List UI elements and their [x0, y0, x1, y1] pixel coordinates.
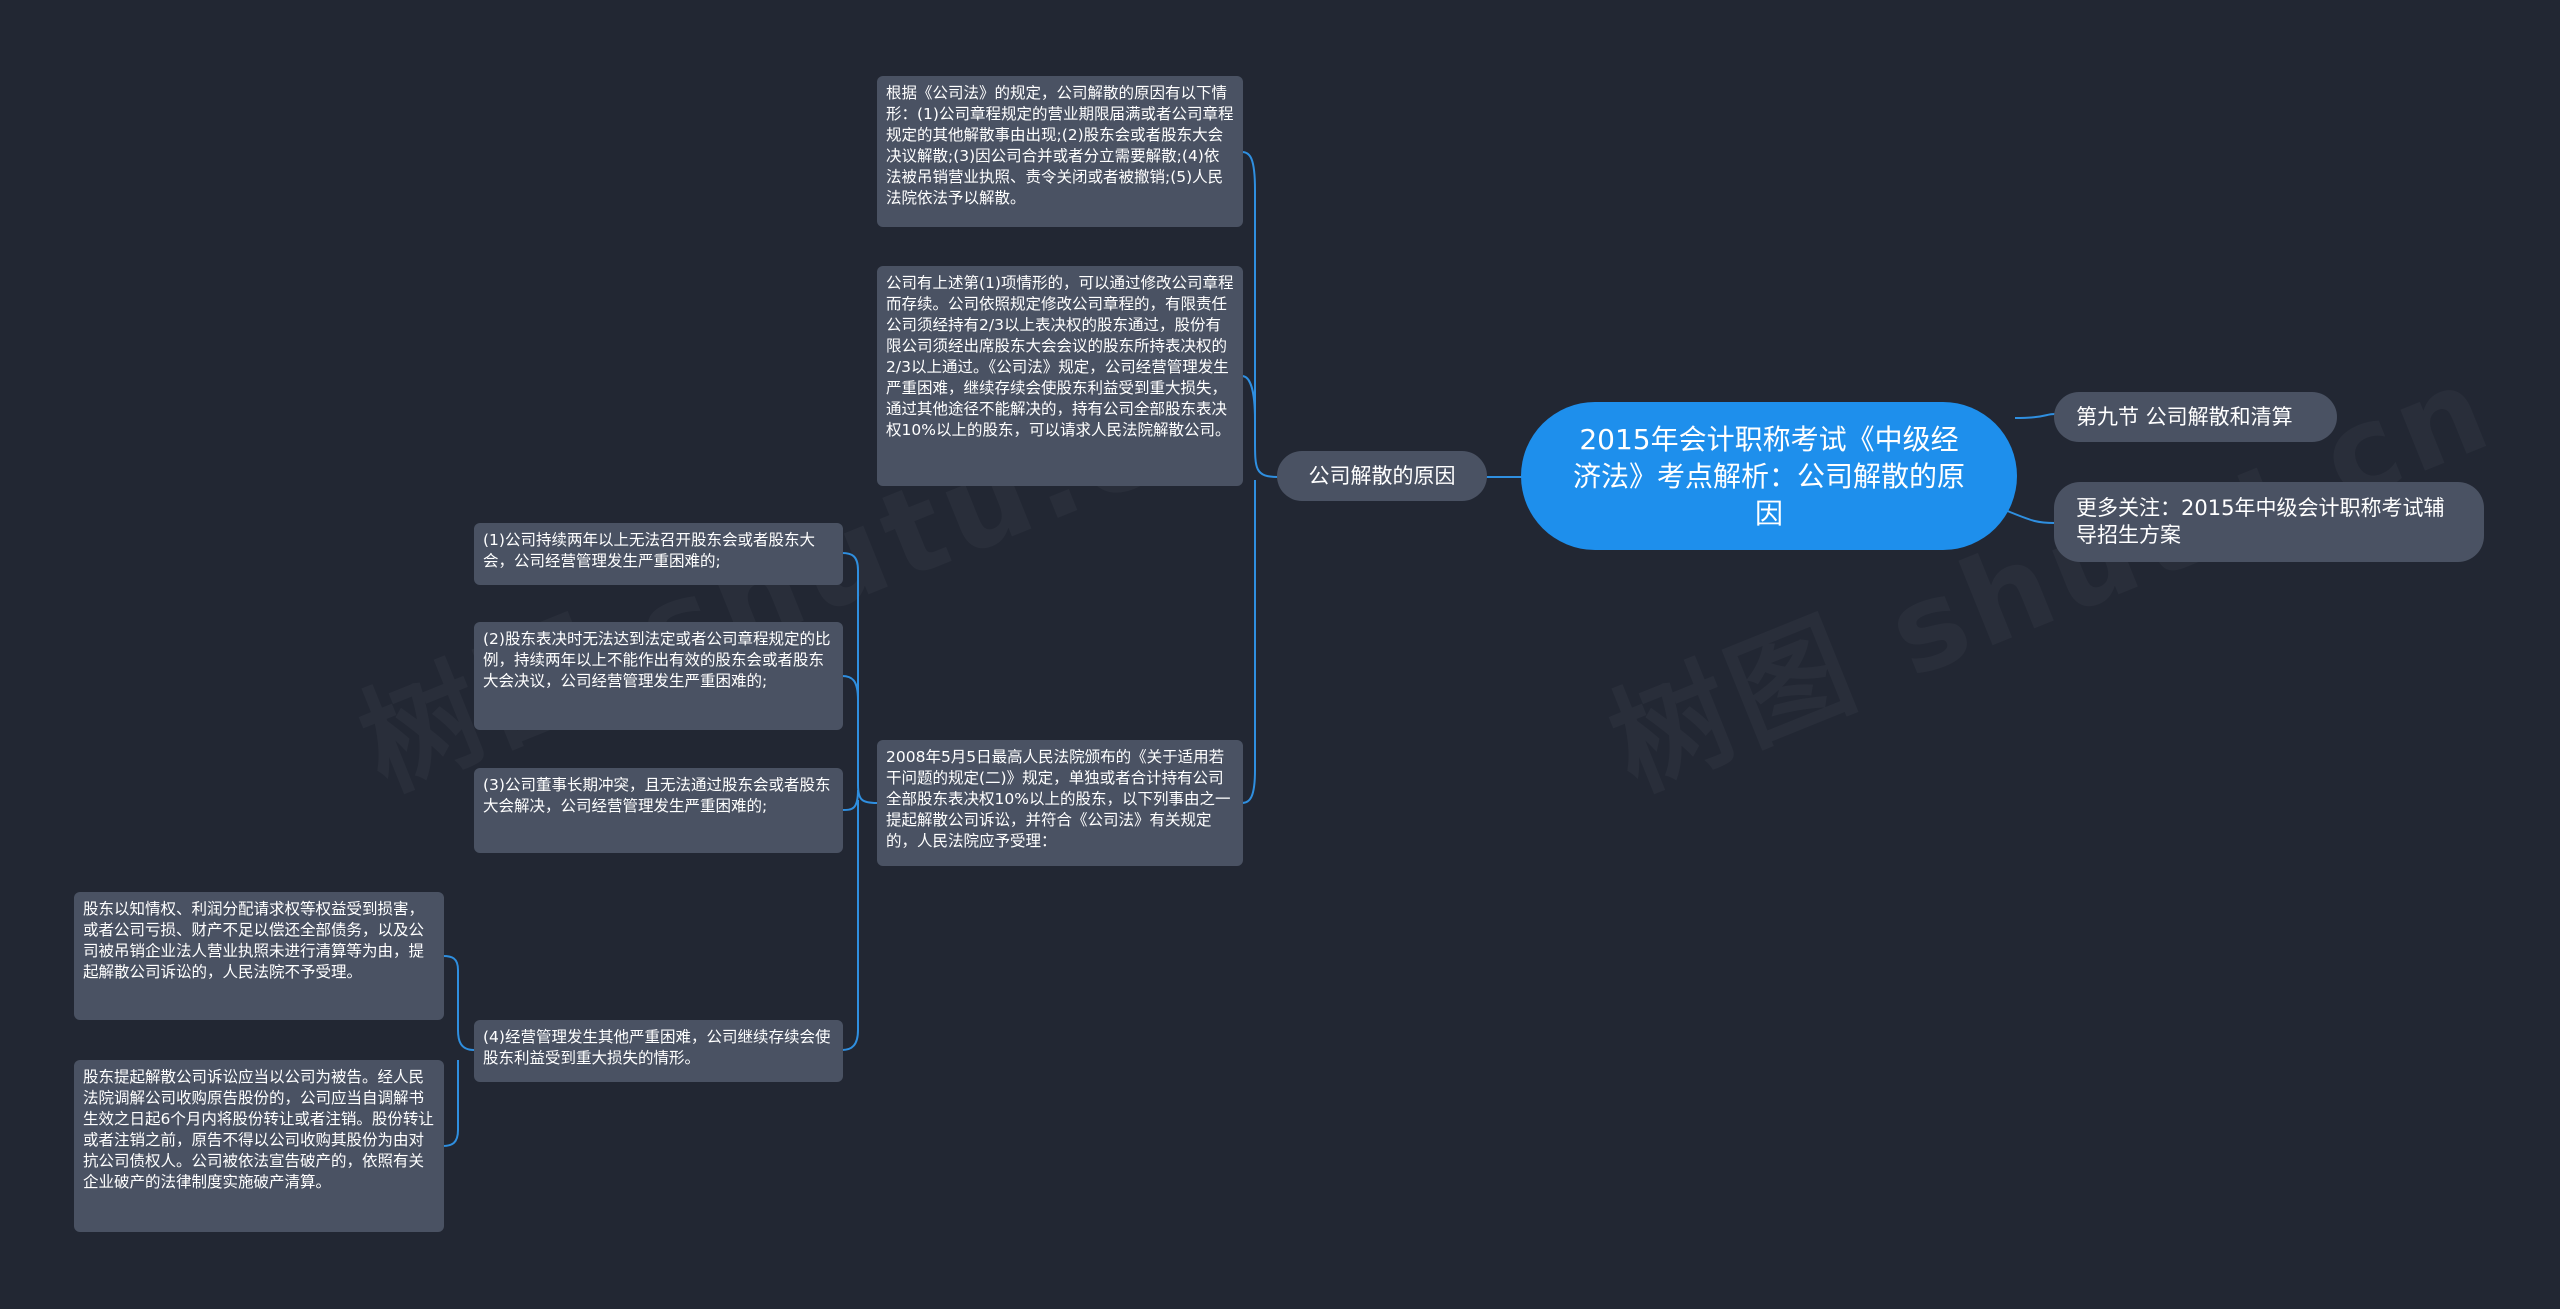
leaf-cause-1[interactable]: (1)公司持续两年以上无法召开股东会或者股东大会，公司经营管理发生严重困难的;	[474, 523, 843, 585]
leaf-cause-4[interactable]: (4)经营管理发生其他严重困难，公司继续存续会使股东利益受到重大损失的情形。	[474, 1020, 843, 1082]
connector-deep-2	[442, 1060, 459, 1147]
connector-sub-2	[841, 675, 859, 701]
connector-root-to-follow	[2004, 509, 2056, 524]
leaf-text: 股东以知情权、利润分配请求权等权益受到损害，或者公司亏损、财产不足以偿还全部债务…	[83, 900, 425, 981]
leaf-company-law-causes[interactable]: 根据《公司法》的规定，公司解散的原因有以下情形：(1)公司章程规定的营业期限届满…	[877, 76, 1243, 227]
leaf-cause-2[interactable]: (2)股东表决时无法达到法定或者公司章程规定的比例，持续两年以上不能作出有效的股…	[474, 622, 843, 730]
connector-branch-to-child-2	[1241, 375, 1256, 421]
leaf-cause-3[interactable]: (3)公司董事长期冲突，且无法通过股东会或者股东大会解决，公司经营管理发生严重困…	[474, 768, 843, 853]
topic-section-9[interactable]: 第九节 公司解散和清算	[2054, 392, 2337, 442]
leaf-text: (3)公司董事长期冲突，且无法通过股东会或者股东大会解决，公司经营管理发生严重困…	[483, 776, 831, 815]
topic-section-9-label: 第九节 公司解散和清算	[2076, 404, 2293, 429]
connector-branch-to-child-3	[1241, 480, 1256, 804]
connector-root-to-section	[2014, 413, 2056, 419]
leaf-text: (1)公司持续两年以上无法召开股东会或者股东大会，公司经营管理发生严重困难的;	[483, 531, 815, 570]
leaf-text: (4)经营管理发生其他严重困难，公司继续存续会使股东利益受到重大损失的情形。	[483, 1028, 831, 1067]
connector-sub-3	[841, 789, 859, 811]
topic-dissolution-causes[interactable]: 公司解散的原因	[1277, 451, 1487, 501]
leaf-text: (2)股东表决时无法达到法定或者公司章程规定的比例，持续两年以上不能作出有效的股…	[483, 630, 831, 690]
topic-dissolution-causes-label: 公司解散的原因	[1308, 463, 1456, 488]
leaf-supreme-court-provision[interactable]: 2008年5月5日最高人民法院颁布的《关于适用若干问题的规定(二)》规定，单独或…	[877, 740, 1243, 866]
leaf-text: 股东提起解散公司诉讼应当以公司为被告。经人民法院调解公司收购原告股份的，公司应当…	[83, 1068, 434, 1191]
leaf-not-accepted[interactable]: 股东以知情权、利润分配请求权等权益受到损害，或者公司亏损、财产不足以偿还全部债务…	[74, 892, 444, 1020]
topic-more-info[interactable]: 更多关注：2015年中级会计职称考试辅导招生方案	[2054, 482, 2484, 562]
leaf-text: 根据《公司法》的规定，公司解散的原因有以下情形：(1)公司章程规定的营业期限届满…	[886, 84, 1234, 207]
connector-sub-4	[841, 800, 859, 1051]
topic-more-info-label: 更多关注：2015年中级会计职称考试辅导招生方案	[2076, 496, 2445, 547]
leaf-amend-articles[interactable]: 公司有上述第(1)项情形的，可以通过修改公司章程而存续。公司依照规定修改公司章程…	[877, 266, 1243, 486]
leaf-text: 2008年5月5日最高人民法院颁布的《关于适用若干问题的规定(二)》规定，单独或…	[886, 748, 1231, 850]
connector-deep-1	[442, 955, 475, 1051]
leaf-defendant-rule[interactable]: 股东提起解散公司诉讼应当以公司为被告。经人民法院调解公司收购原告股份的，公司应当…	[74, 1060, 444, 1232]
connector-sub-1	[841, 552, 878, 804]
leaf-text: 公司有上述第(1)项情形的，可以通过修改公司章程而存续。公司依照规定修改公司章程…	[886, 274, 1234, 439]
root-topic-label: 2015年会计职称考试《中级经济法》考点解析：公司解散的原因	[1573, 422, 1966, 530]
connector-branch-to-child-1	[1241, 151, 1279, 478]
root-topic[interactable]: 2015年会计职称考试《中级经济法》考点解析：公司解散的原因	[1521, 402, 2017, 550]
